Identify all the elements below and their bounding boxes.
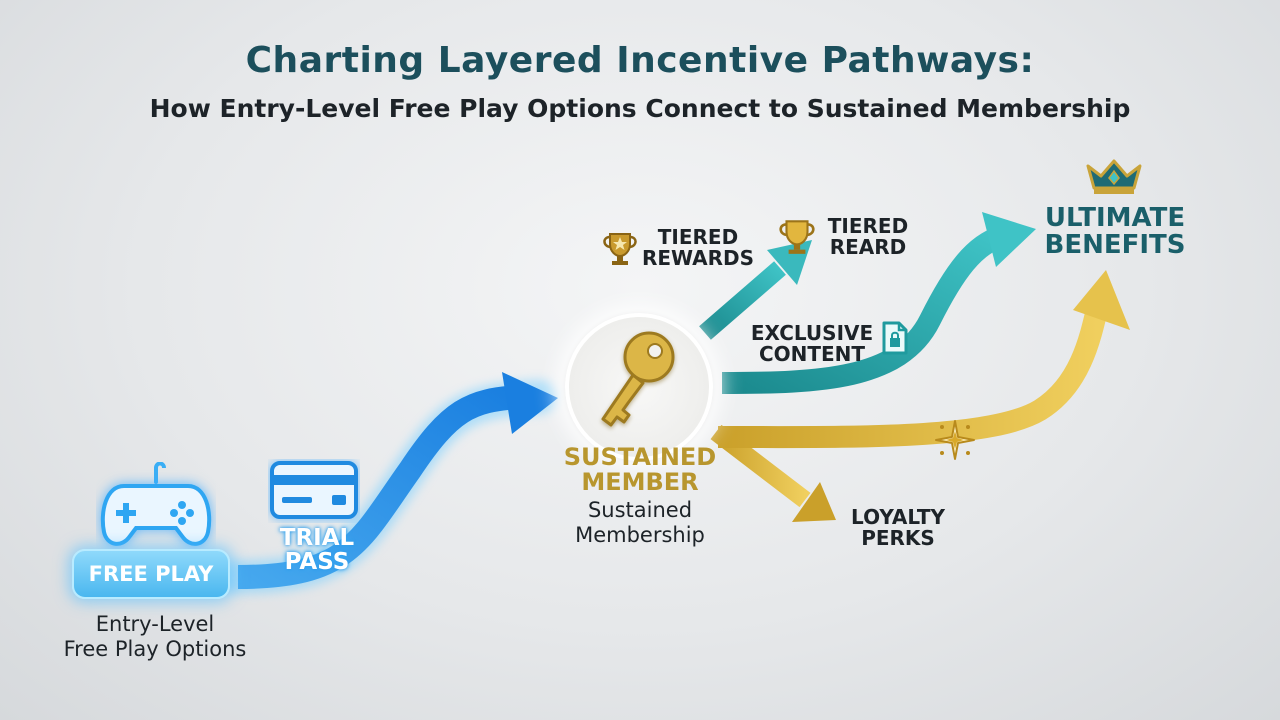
trophy-icon	[779, 220, 815, 254]
tiered-rewards-line1: TIERED	[657, 225, 739, 249]
gold-arrowhead-main	[1073, 270, 1130, 330]
sustained-member-label: SUSTAINED MEMBER	[540, 443, 740, 497]
trial-pass-label: TRIAL PASS	[262, 526, 372, 574]
sustained-member-caption-line2: Membership	[575, 522, 705, 547]
sparkle-icon	[935, 420, 975, 460]
free-play-caption-line2: Free Play Options	[63, 636, 247, 661]
loyalty-perks-label: LOYALTY PERKS	[838, 507, 958, 549]
tiered-reard-line1: TIERED	[827, 214, 909, 238]
trial-pass-line2: PASS	[284, 549, 350, 576]
ultimate-benefits-label: ULTIMATE BENEFITS	[1020, 203, 1210, 261]
ultimate-benefits-line1: ULTIMATE	[1044, 203, 1186, 233]
gamepad-icon	[100, 462, 212, 546]
ultimate-benefits-line2: BENEFITS	[1044, 230, 1186, 261]
sustained-member-caption-line1: Sustained	[587, 498, 693, 522]
exclusive-content-label: EXCLUSIVE CONTENT	[744, 323, 880, 365]
tiered-reard-line2: REARD	[829, 235, 907, 259]
locked-document-icon	[882, 321, 908, 355]
page-title: Charting Layered Incentive Pathways:	[245, 40, 1035, 81]
sustained-member-line1: SUSTAINED	[563, 443, 717, 471]
exclusive-content-line1: EXCLUSIVE	[750, 321, 874, 345]
tiered-rewards-label: TIERED REWARDS	[636, 227, 760, 269]
page-subtitle: How Entry-Level Free Play Options Connec…	[149, 94, 1131, 123]
sustained-member-line2: MEMBER	[581, 468, 699, 497]
free-play-caption: Entry-Level Free Play Options	[30, 612, 280, 662]
tiered-rewards-line2: REWARDS	[641, 246, 755, 270]
card-icon	[270, 461, 358, 519]
loyalty-perks-line1: LOYALTY	[851, 505, 945, 529]
free-play-caption-line1: Entry-Level	[95, 612, 215, 636]
trophy-star-icon	[603, 233, 637, 265]
free-play-badge: FREE PLAY	[72, 549, 230, 599]
loyalty-perks-line2: PERKS	[861, 526, 935, 550]
blue-path	[237, 385, 521, 589]
gold-path-main	[717, 302, 1109, 449]
sustained-member-caption: Sustained Membership	[540, 498, 740, 548]
teal-path-main	[721, 226, 1004, 394]
blue-arrowhead	[502, 372, 558, 434]
tiered-reard-label: TIERED REARD	[818, 216, 918, 258]
key-icon	[601, 331, 675, 427]
exclusive-content-line2: CONTENT	[758, 342, 866, 366]
crown-icon	[1086, 159, 1142, 194]
teal-arrowhead-main	[982, 212, 1036, 267]
teal-path-upper	[699, 261, 786, 340]
trial-pass-line1: TRIAL	[279, 525, 355, 551]
gold-arrowhead-lower	[792, 482, 836, 522]
